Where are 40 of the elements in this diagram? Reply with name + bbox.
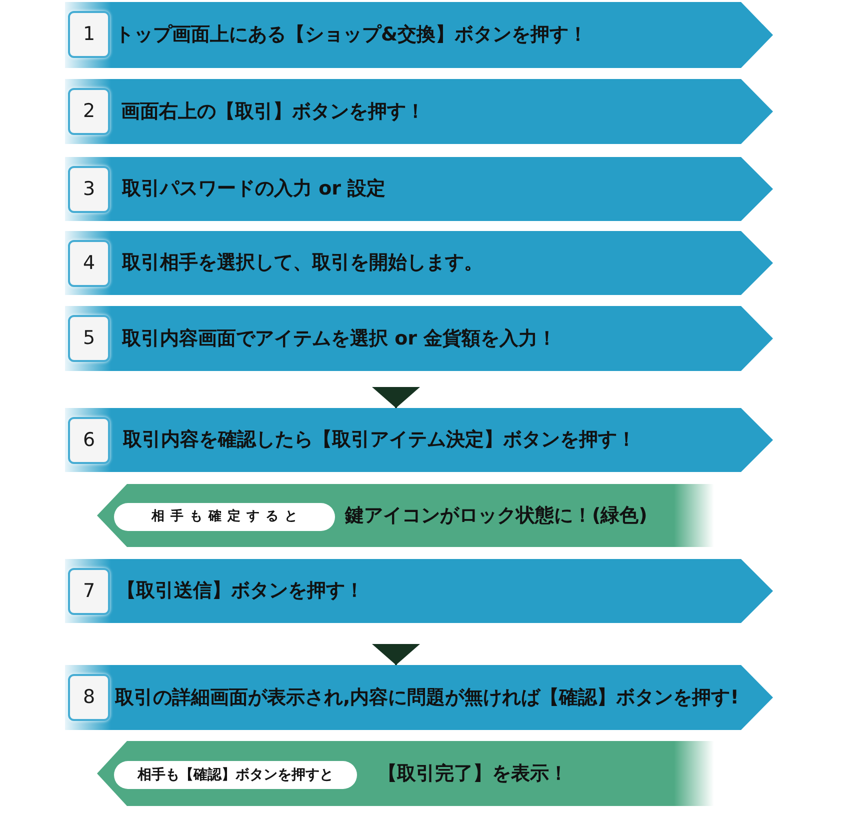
- step-number-tile: [68, 166, 110, 213]
- step-banner: [65, 2, 773, 68]
- step-instruction: 取引の詳細画面が表示され,内容に問題が無ければ【確認】ボタンを押す!: [115, 686, 739, 709]
- condition-text: 相手も【確認】ボタンを押すと: [138, 766, 334, 784]
- step-number-tile: [68, 417, 110, 464]
- step-banner: [65, 79, 773, 144]
- step-banner: [65, 559, 773, 623]
- step-number: 4: [82, 254, 96, 273]
- step-number: 8: [82, 688, 96, 707]
- step-number: 1: [82, 25, 96, 44]
- step-instruction: 取引相手を選択して、取引を開始します。: [122, 252, 483, 274]
- step-instruction: 取引内容画面でアイテムを選択 or 金貨額を入力！: [122, 327, 557, 350]
- step-number-tile: [68, 315, 110, 362]
- result-text: 【取引完了】を表示！: [378, 762, 568, 785]
- step-banner: [65, 157, 773, 221]
- step-number: 5: [82, 329, 96, 348]
- step-number: 6: [82, 431, 96, 450]
- result-banner: [97, 484, 714, 547]
- condition-text: 相手も確定すると: [152, 509, 304, 525]
- step-banner: [65, 231, 773, 295]
- result-text: 鍵アイコンがロック状態に！(緑色): [345, 504, 648, 527]
- step-number-tile: [68, 674, 110, 721]
- step-number-tile: [68, 240, 110, 287]
- step-instruction: 【取引送信】ボタンを押す！: [117, 580, 364, 602]
- result-banner: [97, 741, 714, 806]
- step-banner: [65, 408, 773, 472]
- step-instruction: 取引内容を確認したら【取引アイテム決定】ボタンを押す！: [123, 428, 636, 452]
- step-instruction: 画面右上の【取引】ボタンを押す！: [121, 100, 425, 123]
- condition-pill: [114, 503, 335, 531]
- step-number-tile: [68, 88, 110, 135]
- step-banner: [65, 306, 773, 371]
- step-number: 7: [82, 582, 96, 601]
- step-instruction: トップ画面上にある【ショップ&交換】ボタンを押す！: [115, 24, 588, 46]
- step-number: 3: [82, 180, 96, 199]
- step-number-tile: [68, 568, 110, 615]
- step-number-tile: [68, 11, 110, 58]
- step-instruction: 取引パスワードの入力 or 設定: [122, 178, 386, 200]
- step-banner: [65, 665, 773, 730]
- condition-pill: [114, 761, 357, 789]
- step-number: 2: [82, 102, 96, 121]
